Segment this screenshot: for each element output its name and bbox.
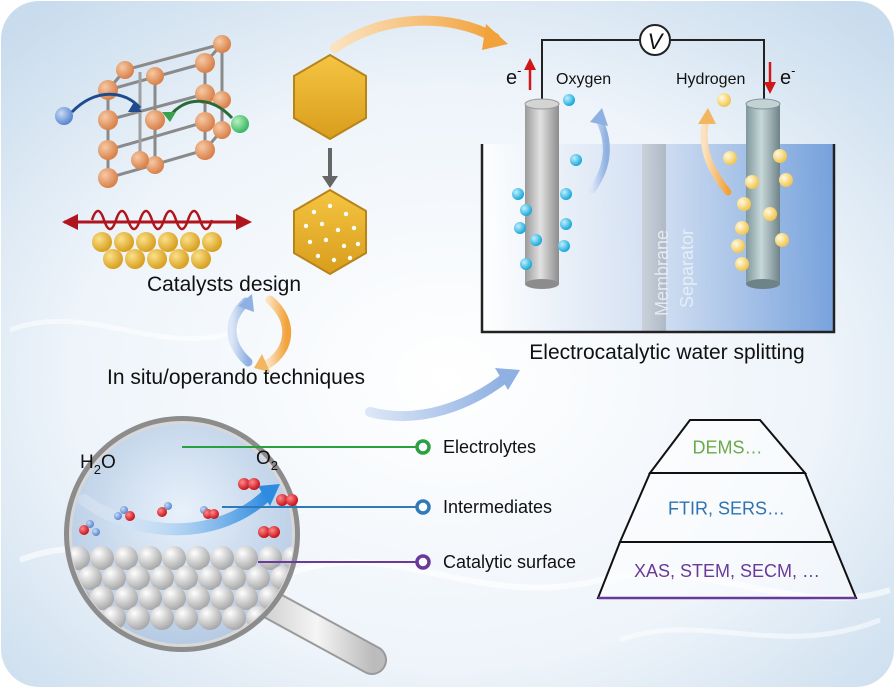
- flow-arc-orange-top-head: [482, 24, 508, 50]
- substitution-arrow: [70, 92, 142, 114]
- electron-up-arrow-head: [524, 58, 536, 70]
- h2o-label: H2O: [80, 452, 116, 477]
- pristine-hexagon-catalyst: [293, 53, 367, 141]
- catalytic-surface-atoms: [70, 488, 294, 630]
- insitu-techniques-title: In situ/operando techniques: [107, 366, 365, 389]
- cycle-arrow-blue-head: [238, 294, 254, 312]
- cell-container: [480, 144, 836, 334]
- level-label: Electrolytes: [443, 437, 536, 457]
- defect-dots: [303, 203, 361, 263]
- voltmeter-symbol: V: [648, 29, 665, 54]
- pyramid-tier-label: XAS, STEM, SECM, …: [634, 561, 820, 581]
- o2-label: O2: [256, 448, 278, 473]
- hydrogen-flow-arrow-head: [698, 108, 716, 124]
- membrane-separator: [642, 144, 666, 332]
- membrane-label-line1: Membrane: [652, 230, 672, 316]
- oxygen-flow-arrow-head: [590, 108, 608, 126]
- cycle-arrow-orange-head: [254, 354, 270, 372]
- cathode-electrode: [745, 98, 781, 289]
- external-circuit-wire: [541, 39, 765, 104]
- pyramid-tier-label: FTIR, SERS…: [668, 499, 785, 519]
- gold-atom-rows: [92, 232, 222, 269]
- catalysts-design-title: Catalysts design: [147, 273, 301, 296]
- electron-down-arrow-head: [764, 82, 776, 94]
- technique-pyramid: DEMS… FTIR, SERS… XAS, STEM, SECM, …: [596, 419, 858, 600]
- lattice-atoms: [98, 35, 231, 188]
- hydrogen-flow-arrow: [700, 116, 732, 196]
- water-splash-decor: [9, 318, 241, 342]
- electron-label-right: e-: [780, 63, 795, 89]
- water-splash-decor: [619, 617, 881, 643]
- electrocatalytic-title: Electrocatalytic water splitting: [529, 341, 804, 364]
- reaction-arrow-head: [258, 484, 280, 506]
- anode-electrode: [524, 98, 560, 289]
- cycle-arrow-orange: [263, 295, 292, 369]
- oxygen-bubble: [563, 94, 575, 106]
- transform-arrow-head: [322, 176, 338, 188]
- level-marker: [415, 499, 431, 515]
- flow-arc-orange-top: [330, 15, 500, 53]
- oxygen-label: Oxygen: [556, 71, 611, 88]
- substitution-arrow: [168, 99, 234, 120]
- level-marker: [415, 554, 431, 570]
- dopant-atom-green: [231, 115, 249, 133]
- dopant-atom-blue: [55, 107, 73, 125]
- oxygen-bubbles-on-anode: [512, 154, 582, 270]
- membrane-label-line2: Separator: [677, 229, 697, 308]
- hydrogen-bubbles-on-cathode: [723, 149, 793, 271]
- substitution-arrow-head: [162, 112, 176, 122]
- strain-engineering-icon: [62, 209, 252, 231]
- hydrogen-label: Hydrogen: [676, 71, 745, 88]
- flow-arc-blue-head: [495, 368, 520, 390]
- level-label: Intermediates: [443, 497, 552, 517]
- pyramid-tier-label: DEMS…: [692, 438, 762, 458]
- level-label: Catalytic surface: [443, 552, 576, 572]
- magnifier-handle: [249, 587, 385, 673]
- intermediate-molecules: [79, 478, 298, 538]
- defective-hexagon-catalyst: [293, 188, 367, 276]
- substitution-arrow-head: [128, 102, 142, 112]
- electron-label-left: e-: [506, 63, 521, 89]
- hydrogen-bubble: [717, 93, 731, 107]
- flow-arc-blue: [365, 373, 510, 422]
- level-marker: [415, 439, 431, 455]
- voltmeter-icon: [639, 24, 671, 56]
